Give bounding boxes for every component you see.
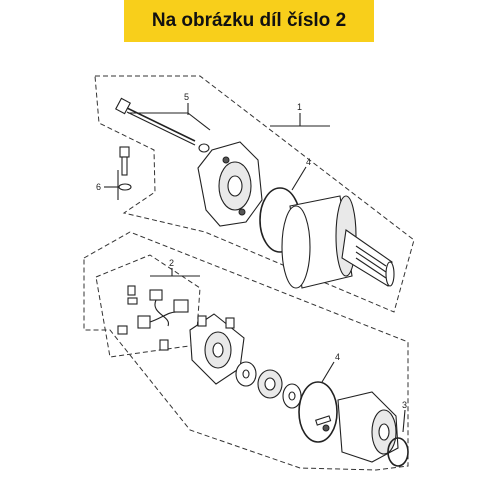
callout-2: 2 bbox=[169, 258, 174, 268]
callout-3: 3 bbox=[402, 400, 407, 410]
front-cover bbox=[197, 141, 263, 227]
o-ring-small bbox=[387, 437, 409, 467]
armature-housing bbox=[281, 195, 395, 289]
assembly-outline-upper bbox=[94, 75, 415, 313]
o-ring-lower bbox=[298, 381, 338, 443]
banner-text: Na obrázku díl číslo 2 bbox=[151, 10, 347, 31]
callout-6: 6 bbox=[96, 182, 101, 192]
callout-5: 5 bbox=[184, 92, 189, 102]
rear-cover bbox=[315, 391, 399, 463]
leader-lines bbox=[104, 103, 406, 433]
brush-holder bbox=[189, 313, 245, 385]
callout-4-upper: 4 bbox=[306, 157, 311, 167]
assembly-outline-lower bbox=[83, 231, 409, 471]
brush-set bbox=[117, 285, 189, 351]
through-bolt bbox=[115, 97, 210, 153]
callout-4-lower: 4 bbox=[335, 352, 340, 362]
bearing-washers bbox=[235, 361, 302, 409]
mounting-bolt bbox=[118, 146, 132, 191]
callout-1: 1 bbox=[297, 102, 302, 112]
title-banner: Na obrázku díl číslo 2 bbox=[124, 0, 374, 42]
